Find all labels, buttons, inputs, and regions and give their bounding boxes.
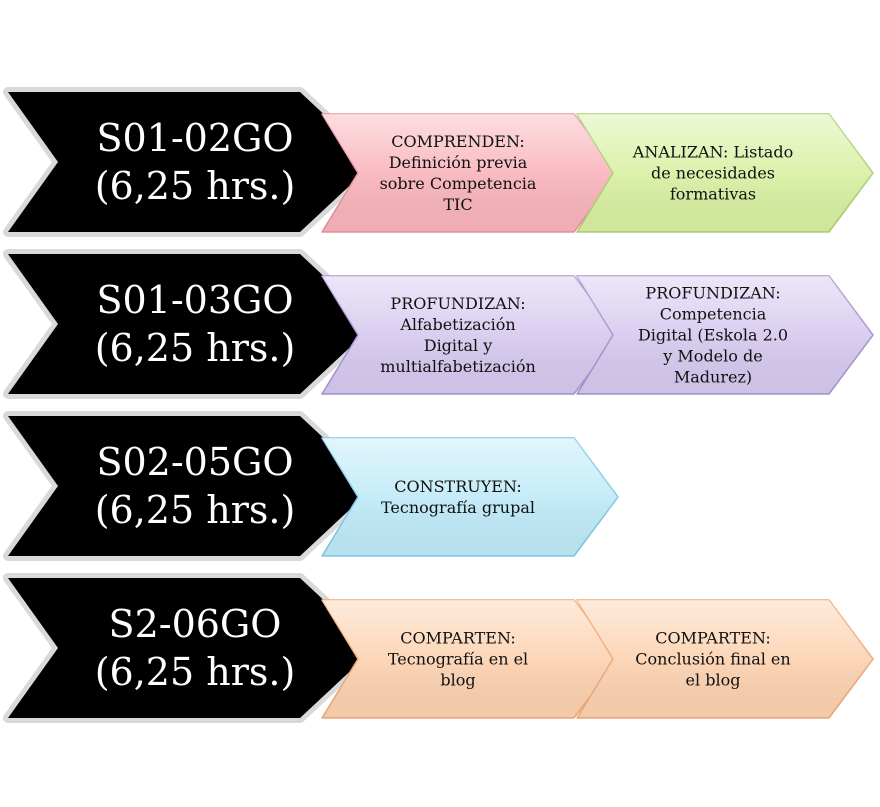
step-verb: COMPARTEN: bbox=[400, 628, 516, 648]
step-verb: COMPARTEN: bbox=[655, 628, 771, 648]
step-line: TIC bbox=[443, 195, 473, 214]
step-verb: COMPRENDEN: bbox=[391, 132, 525, 151]
step-line: Competencia bbox=[659, 304, 767, 324]
session-code: S01-02GO bbox=[96, 116, 294, 160]
step-chevron-shine bbox=[322, 114, 618, 232]
step-label: CONSTRUYEN: Tecnografía grupal bbox=[370, 476, 546, 518]
step-line: Tecnografía en el bbox=[387, 649, 529, 669]
step-line: Definición previa bbox=[388, 153, 528, 172]
step-chevron-shine bbox=[577, 114, 873, 232]
session-chevron bbox=[8, 416, 375, 556]
step-verb: ANALIZAN: Listado bbox=[632, 142, 794, 162]
session-label: S01-03GO(6,25 hrs.) bbox=[60, 276, 330, 372]
step-chevron-shine bbox=[322, 276, 618, 394]
step-line: blog bbox=[440, 670, 476, 690]
step-verb: PROFUNDIZAN: bbox=[390, 294, 526, 313]
step-verb: PROFUNDIZAN: bbox=[645, 283, 781, 303]
step-chevron-shine bbox=[577, 276, 873, 394]
step-chevron-shine bbox=[322, 438, 618, 556]
session-chevron bbox=[8, 92, 375, 232]
step-line: Conclusión final en bbox=[635, 649, 791, 669]
step-line: sobre Competencia bbox=[379, 174, 537, 193]
step-chevron-shine bbox=[322, 600, 618, 718]
session-hours: (6,25 hrs.) bbox=[94, 488, 296, 532]
session-hours: (6,25 hrs.) bbox=[94, 650, 296, 694]
step-line: Digital (Eskola 2.0 bbox=[637, 325, 789, 345]
session-code: S01-03GO bbox=[96, 278, 294, 322]
session-hours: (6,25 hrs.) bbox=[94, 164, 296, 208]
step-label: COMPRENDEN: Definición previa sobre Compet… bbox=[370, 131, 546, 215]
step-line: formativas bbox=[669, 184, 757, 204]
session-chevron bbox=[8, 578, 375, 718]
step-chevron-shine bbox=[577, 600, 873, 718]
step-line: de necesidades bbox=[650, 163, 776, 183]
session-label: S01-02GO(6,25 hrs.) bbox=[60, 114, 330, 210]
session-hours: (6,25 hrs.) bbox=[94, 326, 296, 370]
session-code: S2-06GO bbox=[108, 602, 282, 646]
session-label: S02-05GO(6,25 hrs.) bbox=[60, 438, 330, 534]
step-line: Tecnografía grupal bbox=[381, 498, 535, 517]
step-line: Digital y bbox=[423, 336, 493, 355]
step-line: Alfabetización bbox=[400, 315, 516, 334]
step-line: el blog bbox=[685, 670, 741, 690]
step-line: Madurez) bbox=[673, 367, 753, 387]
session-code: S02-05GO bbox=[96, 440, 294, 484]
step-verb: CONSTRUYEN: bbox=[394, 477, 522, 496]
session-chevron bbox=[8, 254, 375, 394]
step-line: multialfabetización bbox=[380, 357, 536, 376]
session-label: S2-06GO(6,25 hrs.) bbox=[60, 600, 330, 696]
step-line: y Modelo de bbox=[663, 346, 763, 366]
